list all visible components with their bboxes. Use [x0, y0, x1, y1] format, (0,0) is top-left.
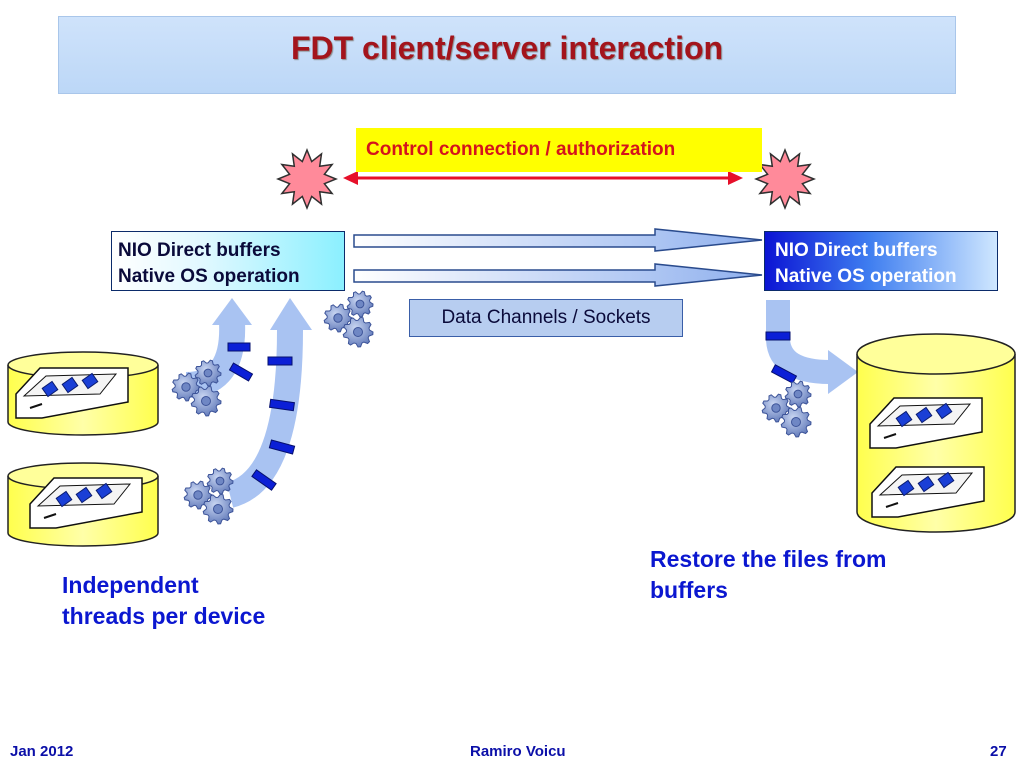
gear-icon: [761, 380, 812, 438]
gear-icon: [323, 290, 374, 348]
burst-star-icon: [276, 148, 338, 210]
file-drawer-icon: [15, 367, 129, 419]
left-caption-line2: threads per device: [62, 603, 266, 629]
burst-star-icon: [754, 148, 816, 210]
data-channel-arrow-bottom: [353, 263, 763, 287]
file-drawer-icon: [29, 477, 143, 529]
thread-markers-left: [227, 342, 296, 491]
right-caption: Restore the files from buffers: [650, 544, 886, 606]
control-connection-label: Control connection / authorization: [356, 128, 762, 172]
control-double-arrow: [343, 171, 743, 185]
left-caption: Independent threads per device: [62, 570, 265, 632]
gear-icon: [183, 467, 234, 525]
nio-left-line1: NIO Direct buffers: [118, 240, 281, 261]
file-drawer-icon: [869, 397, 983, 449]
data-channels-label: Data Channels / Sockets: [409, 299, 683, 337]
footer-date: Jan 2012: [10, 743, 74, 760]
nio-box-right: NIO Direct buffers Native OS operation: [764, 231, 998, 291]
data-channel-arrow-top: [353, 228, 763, 252]
file-drawer-icon: [871, 466, 985, 518]
thread-markers-right: [765, 331, 798, 384]
footer-author: Ramiro Voicu: [470, 743, 566, 760]
left-arrow-head-2: [270, 298, 312, 330]
nio-right-line1: NIO Direct buffers: [775, 240, 938, 261]
nio-right-line2: Native OS operation: [775, 266, 957, 287]
gear-icon: [171, 359, 222, 417]
left-arrow-head-1: [212, 298, 252, 325]
nio-box-left: NIO Direct buffers Native OS operation: [111, 231, 345, 291]
title-banner: [58, 16, 956, 94]
footer-page: 27: [990, 743, 1007, 760]
right-caption-line1: Restore the files from: [650, 546, 887, 572]
nio-left-line2: Native OS operation: [118, 266, 300, 287]
right-arrow-head: [828, 350, 858, 394]
slide-title: FDT client/server interaction: [290, 30, 724, 66]
left-caption-line1: Independent: [62, 572, 199, 598]
right-caption-line2: buffers: [650, 577, 728, 603]
